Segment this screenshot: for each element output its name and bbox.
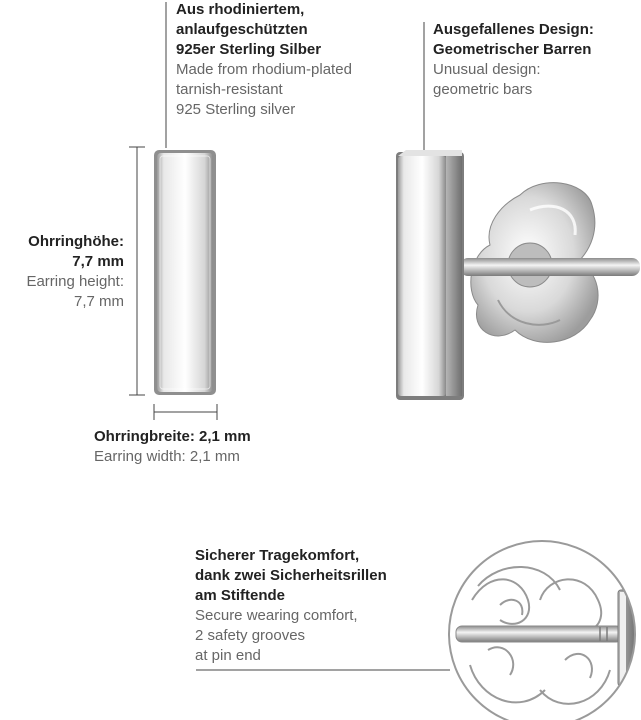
comfort-text-block: Sicherer Tragekomfort, dank zwei Sicherh… (195, 546, 387, 666)
height-en-label: Earring height: (26, 273, 124, 290)
height-text-block: Ohrringhöhe: 7,7 mm Earring height: 7,7 … (0, 232, 124, 312)
earring-front-view (154, 150, 216, 395)
comfort-en-line-2: 2 safety grooves (195, 627, 306, 644)
comfort-en-line-3: at pin end (195, 647, 261, 664)
height-de-value: 7,7 mm (72, 253, 124, 270)
pin-detail-circle (448, 540, 636, 720)
width-text-block: Ohrringbreite: 2,1 mm Earring width: 2,1… (94, 427, 251, 467)
comfort-de-line-3: am Stiftende (195, 587, 286, 604)
material-en-line-3: 925 Sterling silver (176, 101, 296, 118)
material-en-line-2: tarnish-resistant (176, 81, 283, 98)
comfort-en-line-1: Secure wearing comfort, (195, 607, 358, 624)
comfort-de-line-1: Sicherer Tragekomfort, (195, 547, 360, 564)
earring-side-view (396, 150, 640, 400)
design-en-line-1: Unusual design: (433, 61, 541, 78)
width-en-label: Earring width: 2,1 mm (94, 448, 240, 465)
comfort-de-line-2: dank zwei Sicherheitsrillen (195, 567, 387, 584)
material-en-line-1: Made from rhodium-plated (176, 61, 352, 78)
height-de-label: Ohrringhöhe: (28, 233, 124, 250)
material-de-line-3: 925er Sterling Silber (176, 41, 322, 58)
design-en-line-2: geometric bars (433, 81, 533, 98)
height-en-value: 7,7 mm (73, 293, 124, 310)
height-dimension-line (129, 146, 145, 396)
material-text-block: Aus rhodiniertem, anlaufgeschützten 925e… (176, 0, 352, 120)
design-de-line-1: Ausgefallenes Design: (433, 21, 594, 38)
width-dimension-line (153, 404, 218, 420)
material-de-line-2: anlaufgeschützten (176, 21, 308, 38)
width-de-label: Ohrringbreite: 2,1 mm (94, 428, 251, 445)
material-de-line-1: Aus rhodiniertem, (176, 1, 305, 18)
design-text-block: Ausgefallenes Design: Geometrischer Barr… (433, 20, 594, 100)
design-de-line-2: Geometrischer Barren (433, 41, 592, 58)
